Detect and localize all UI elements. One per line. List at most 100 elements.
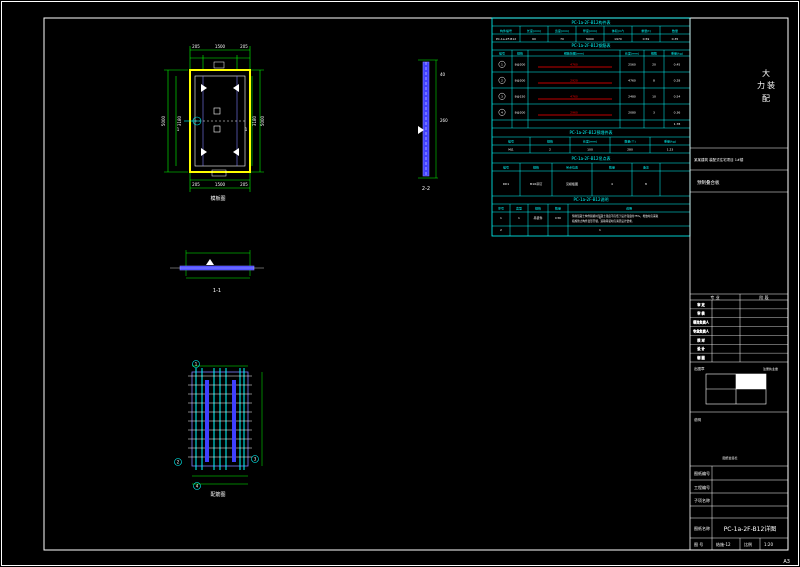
- rebar-mark-3: 3: [254, 457, 257, 462]
- title-block-row-label: 制 图: [697, 355, 704, 360]
- rebar-mark-4: 4: [196, 484, 199, 489]
- small-table-header-2: 阶 段: [759, 294, 768, 300]
- bottom-label-1: 图 号: [694, 541, 703, 547]
- t2-cell: 0.45: [674, 63, 681, 67]
- t5-header-cell: 类型: [516, 206, 522, 211]
- small-table-header-1: 专 业: [710, 294, 719, 300]
- drawing-no-label: 图纸编号: [694, 470, 710, 476]
- table-rebar-title: PC-1a-2F-B12钢筋表: [571, 42, 610, 48]
- section2-dim-1: 40: [440, 72, 446, 77]
- t5-cell: 1: [599, 216, 601, 220]
- t3-header-cell: 编号: [508, 139, 514, 144]
- company-char-4: 配: [762, 94, 770, 103]
- t4-cell: DD1: [503, 182, 510, 186]
- t2-total: 1.78: [674, 122, 681, 126]
- t5-cell: C30: [555, 216, 561, 220]
- t4-header-cell: 规格: [533, 165, 539, 170]
- plan-dim-right: 5000: [260, 115, 265, 126]
- t5-cell: 1: [500, 216, 502, 220]
- t1-header-cell: 长度(mm): [527, 28, 541, 33]
- schedule-tables: PC-1a-2F-B12构件表 构件编号长度(mm)宽度(mm)厚度(mm)体积…: [491, 17, 691, 237]
- table-lifting-title: PC-1a-2F-B12吊点表: [571, 155, 610, 161]
- t1-cell: 60: [532, 37, 536, 41]
- t1-header-cell: 数量: [672, 28, 678, 33]
- title-block-row-label: 专业负责人: [693, 328, 710, 333]
- section-1-1: 1-1: [170, 250, 264, 294]
- t3-cell: 1.23: [667, 148, 674, 152]
- t2-header-cell: 根数: [651, 51, 657, 56]
- section-2-2: 40 260 2-2: [418, 59, 448, 192]
- t5-header-cell: 序号: [498, 206, 504, 211]
- t2-cell: 4760: [570, 63, 578, 67]
- t5-header-cell: 规格: [535, 206, 541, 211]
- stamp-label: 出图章: [694, 366, 705, 371]
- t5-cell: 2: [500, 228, 502, 232]
- t3-cell: 280: [627, 148, 633, 152]
- t4-header-cell: 数量: [609, 165, 615, 170]
- t1-cell: 0.59: [643, 37, 650, 41]
- t2-header-cell: 重量(kg): [671, 51, 683, 56]
- stamp-note: 注册执业章: [763, 366, 778, 371]
- table-components-title: PC-1a-2F-B12构件表: [571, 19, 610, 25]
- sub-label: 子项名称: [694, 497, 710, 503]
- t1-header-cell: 体积(m³): [612, 28, 624, 33]
- plan-view-label: 模板图: [210, 195, 225, 202]
- t2-cell: 2: [501, 79, 503, 83]
- t1-header-cell: 构件编号: [500, 28, 512, 33]
- t2-cell: 8@150: [515, 95, 526, 99]
- t5-note: 预制混凝土构件脱模时混凝土强度不应低于设计强度的75%，堆放时应采取: [572, 214, 659, 218]
- t2-cell: 0.36: [674, 111, 681, 115]
- t2-cell: 8@200: [515, 111, 526, 115]
- t2-cell: 2080: [628, 111, 636, 115]
- plan-dim-bottom-1: 205: [192, 182, 200, 187]
- t3-cell: 2: [549, 148, 551, 152]
- t4-cell: 8: [645, 182, 647, 186]
- t1-cell: 0.35: [672, 37, 679, 41]
- plan-view: 205 1500 205 5000 3180 5000 3180 205 150…: [161, 44, 265, 202]
- plan-dim-top-3: 205: [240, 44, 248, 49]
- t1-header-cell: 宽度(mm): [555, 28, 569, 33]
- title-block-row-label: 审 核: [697, 311, 705, 316]
- rebar-view-label: 配筋图: [210, 491, 225, 498]
- t2-cell: 8: [653, 79, 655, 83]
- t2-cell: 2560: [628, 63, 636, 67]
- company-char-2: 力: [757, 80, 765, 90]
- plan-dim-right-inner: 3180: [252, 115, 257, 126]
- t3-header-cell: 规格: [547, 139, 553, 144]
- t5-cell: 吊装件: [533, 215, 542, 220]
- t2-cell: 4760: [628, 79, 636, 83]
- t2-header-cell: 编号: [499, 51, 505, 56]
- t2-cell: 4760: [570, 95, 578, 99]
- table-components: PC-1a-2F-B12构件表 构件编号长度(mm)宽度(mm)厚度(mm)体积…: [492, 19, 690, 43]
- project-no-label: 工程编号: [694, 484, 710, 490]
- t1-cell: 5000: [586, 37, 594, 41]
- table-notes-title: PC-1a-2F-B12说明: [573, 196, 608, 202]
- plan-dim-left-inner: 3180: [177, 115, 182, 126]
- t1-cell: PC-1a-2F-B12: [496, 37, 516, 41]
- t2-cell: 8@200: [515, 63, 526, 67]
- t4-header-cell: 编号: [503, 165, 509, 170]
- rebar-mark-2: 2: [177, 460, 180, 465]
- mid-label: 说明: [694, 417, 702, 422]
- t2-cell: 0.28: [674, 79, 681, 83]
- section-2-2-label: 2-2: [422, 186, 430, 192]
- t4-header-cell: 吊点位置: [566, 165, 578, 170]
- drawing-title-label: 图纸名称: [694, 525, 710, 531]
- plan-center-mark-1: 1: [177, 127, 180, 132]
- t5-note: 措施防止构件变形开裂，运输吊装时应满足设计要求。: [572, 219, 634, 223]
- t5-header-cell: 说明: [626, 206, 632, 211]
- t2-cell: 2960: [570, 111, 578, 115]
- t1-cell: 70: [560, 37, 564, 41]
- plan-dim-bottom-3: 205: [240, 182, 248, 187]
- section2-dim-2: 260: [440, 118, 448, 123]
- t2-header-cell: 钢筋简图(mm): [564, 51, 584, 56]
- title-block-row-label: 审 定: [697, 302, 705, 307]
- t3-header-cell: 数量(个): [624, 139, 635, 144]
- t2-cell: 8@200: [515, 79, 526, 83]
- plan-dim-top-2: 1500: [215, 44, 226, 49]
- bottom-value-2: 1:20: [764, 542, 773, 547]
- t2-cell: 4: [501, 111, 503, 115]
- t2-header-cell: 规格: [517, 51, 523, 56]
